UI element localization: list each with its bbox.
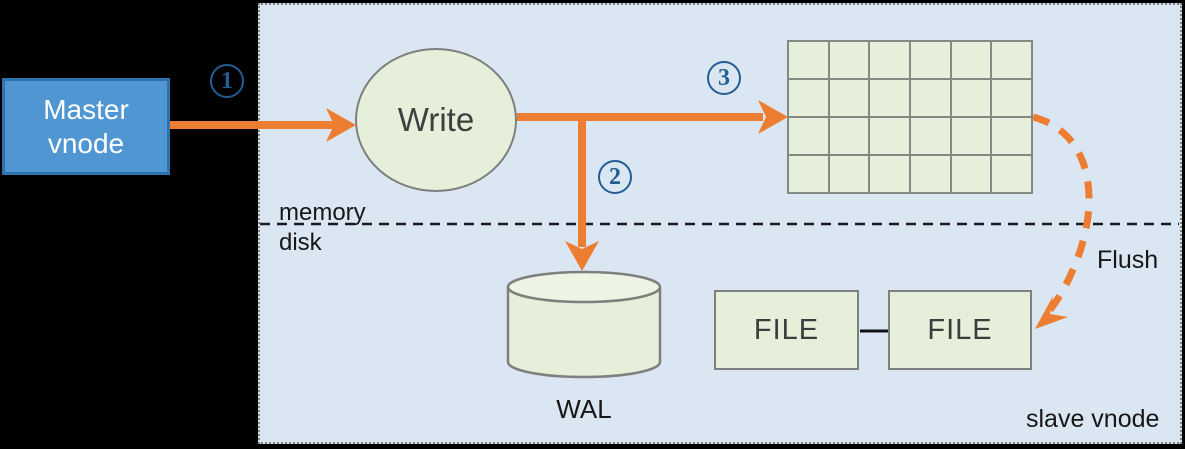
memory-label: memory xyxy=(279,199,366,226)
flush-label: Flush xyxy=(1097,246,1159,274)
master-vnode-label-line2: vnode xyxy=(47,127,125,159)
grid-cell xyxy=(992,80,1031,116)
step-3-badge: 3 xyxy=(707,61,741,95)
file-box-2: FILE xyxy=(888,290,1032,370)
grid-cell xyxy=(789,156,828,192)
step-2-badge: 2 xyxy=(598,160,632,194)
grid-cell xyxy=(911,118,950,154)
grid-cell xyxy=(951,80,991,116)
master-vnode-label-line1: Master xyxy=(43,93,129,125)
write-node: Write xyxy=(355,48,517,192)
grid-cell xyxy=(829,118,869,154)
grid-cell xyxy=(951,118,991,154)
slave-vnode-label: slave vnode xyxy=(1026,405,1160,433)
step-2-number: 2 xyxy=(609,163,621,190)
grid-cell xyxy=(951,156,991,192)
grid-cell xyxy=(870,80,909,116)
write-node-label: Write xyxy=(397,101,475,138)
step-1-badge: 1 xyxy=(210,64,244,98)
grid-cell xyxy=(789,42,828,78)
grid-cell xyxy=(789,80,828,116)
file-box-1: FILE xyxy=(714,290,859,370)
grid-cell xyxy=(789,118,828,154)
grid-cell xyxy=(870,156,909,192)
grid-cell xyxy=(992,118,1031,154)
disk-label: disk xyxy=(279,229,322,256)
step-3-number: 3 xyxy=(718,64,730,91)
grid-cell xyxy=(911,42,950,78)
grid-cell xyxy=(992,42,1031,78)
grid-cell xyxy=(829,42,869,78)
wal-label: WAL xyxy=(556,394,612,424)
memtable-grid xyxy=(787,40,1033,194)
grid-cell xyxy=(992,156,1031,192)
grid-cell xyxy=(870,118,909,154)
grid-cell xyxy=(911,80,950,116)
grid-cell xyxy=(911,156,950,192)
step-1-number: 1 xyxy=(221,67,233,94)
master-vnode-box: Master vnode xyxy=(2,78,170,175)
file-box-1-label: FILE xyxy=(753,313,820,346)
grid-cell xyxy=(870,42,909,78)
file-box-2-label: FILE xyxy=(927,313,993,346)
grid-cell xyxy=(829,80,869,116)
grid-cell xyxy=(951,42,991,78)
grid-cell xyxy=(829,156,869,192)
